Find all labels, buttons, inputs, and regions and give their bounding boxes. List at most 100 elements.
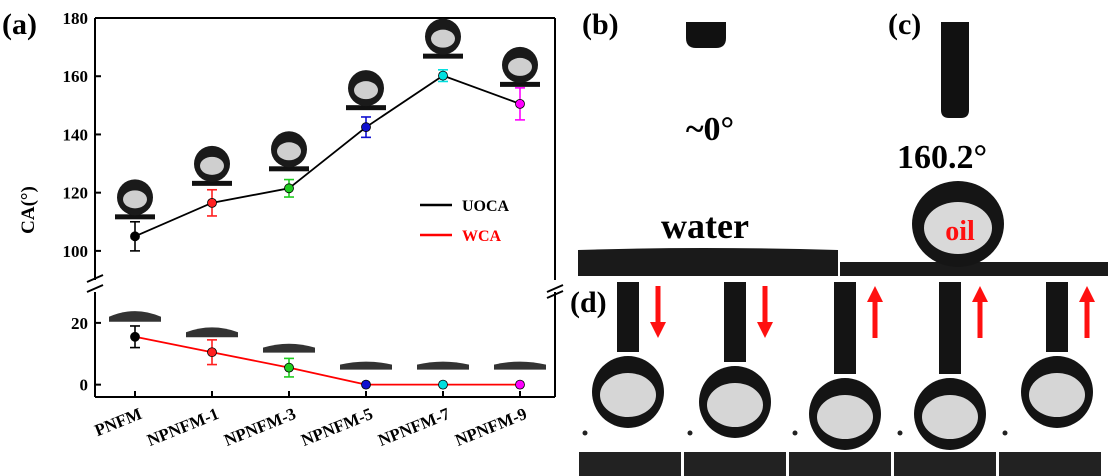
y-tick-label: 20	[71, 314, 88, 333]
needle-d	[1046, 282, 1068, 352]
needle-d	[617, 282, 639, 352]
arrow-up-head	[1079, 286, 1095, 302]
y-axis-title: CA(°)	[18, 186, 39, 234]
droplet-d-highlight	[600, 373, 656, 417]
data-point-wca	[130, 331, 140, 342]
data-point-uoca	[361, 122, 371, 133]
data-point-wca	[207, 347, 217, 358]
oil-droplet-inset-highlight	[123, 190, 147, 209]
dust-speck	[687, 430, 693, 436]
data-point-uoca	[130, 231, 140, 242]
water-droplet-inset	[109, 311, 161, 322]
y-ticks: 100 120 140 160 180 0 20	[63, 9, 101, 395]
droplet-insets	[109, 18, 546, 370]
oil-label: oil	[945, 216, 975, 247]
axis-break-left	[86, 274, 104, 293]
water-angle-label: ~0°	[686, 111, 734, 148]
photo-panel-b: ~0° water (b)	[578, 0, 838, 276]
needle-c	[941, 22, 969, 118]
arrow-up-head	[867, 286, 883, 302]
x-tick-label: NPNFM-9	[452, 404, 529, 450]
arrow-up-head	[972, 286, 988, 302]
data-point-wca	[438, 379, 448, 390]
oil-droplet-substrate	[269, 166, 309, 172]
panel-label-a: (a)	[2, 8, 37, 41]
photo-panel-c: 160.2° oil (c)	[840, 0, 1108, 276]
substrate-d	[579, 452, 681, 476]
oil-droplet-highlight	[924, 202, 992, 254]
photo-panel-d: (d)	[570, 280, 1108, 476]
substrate-d	[999, 452, 1101, 476]
oil-droplet-substrate	[192, 180, 232, 186]
oil-droplet-substrate	[500, 81, 540, 87]
y-tick-label: 140	[63, 125, 89, 144]
droplet-d-highlight	[1029, 373, 1085, 417]
data-point-uoca	[284, 183, 294, 194]
dust-speck	[582, 430, 588, 436]
water-droplet-inset	[494, 361, 546, 370]
data-point-wca	[361, 379, 371, 390]
adhesion-frames	[579, 282, 1101, 476]
y-tick-label: 160	[63, 67, 89, 86]
water-droplet-inset	[186, 327, 238, 338]
needle-d	[834, 282, 856, 374]
legend-label-uoca: UOCA	[462, 198, 510, 215]
water-label: water	[661, 206, 749, 246]
oil-angle-label: 160.2°	[897, 139, 987, 176]
data-point-wca	[515, 379, 525, 390]
dust-speck	[792, 430, 798, 436]
data-point-uoca	[515, 98, 525, 109]
y-tick-label: 120	[63, 184, 89, 203]
x-tick-label: PNFM	[92, 404, 145, 440]
legend-label-wca: WCA	[462, 228, 502, 245]
x-tick-label: NPNFM-1	[144, 404, 221, 450]
needle-d	[939, 282, 961, 374]
y-tick-label: 0	[80, 376, 89, 395]
axis-break-right	[546, 284, 564, 299]
x-tick-label: NPNFM-3	[221, 404, 298, 450]
oil-droplet-substrate	[115, 214, 155, 220]
x-tick-label: NPNFM-7	[375, 404, 453, 450]
needle-b	[686, 22, 726, 48]
water-droplet-inset	[340, 361, 392, 370]
droplet-d-highlight	[922, 395, 978, 439]
substrate-d	[894, 452, 996, 476]
y-tick-label: 100	[63, 242, 89, 261]
data-point-uoca	[207, 197, 217, 208]
droplet-d-highlight	[817, 395, 873, 439]
data-point-uoca	[438, 70, 448, 81]
panel-label-c: (c)	[888, 8, 921, 41]
water-film	[578, 248, 838, 276]
droplet-d-highlight	[707, 383, 763, 427]
oil-droplet-inset-highlight	[200, 156, 224, 175]
water-droplet-inset	[417, 361, 469, 370]
series-line-uoca	[134, 74, 521, 238]
data-points	[130, 69, 525, 390]
x-tick-label: NPNFM-5	[298, 404, 375, 450]
dust-speck	[1002, 430, 1008, 436]
substrate-d	[789, 452, 891, 476]
series-lines	[134, 74, 521, 386]
oil-droplet-inset-highlight	[431, 29, 455, 48]
substrate-c	[840, 262, 1108, 276]
arrow-down-head	[650, 322, 666, 338]
oil-droplet-substrate	[423, 53, 463, 59]
water-droplet-inset	[263, 343, 315, 353]
arrow-down-head	[757, 322, 773, 338]
y-tick-label: 180	[63, 9, 89, 28]
oil-droplet-inset-highlight	[277, 142, 301, 161]
needle-d	[724, 282, 746, 362]
data-point-wca	[284, 362, 294, 373]
oil-droplet-substrate	[346, 105, 386, 111]
panel-label-b: (b)	[582, 8, 619, 41]
series-line-wca	[134, 335, 520, 386]
oil-droplet-inset-highlight	[354, 81, 378, 100]
panel-label-d: (d)	[570, 286, 607, 319]
dust-speck	[897, 430, 903, 436]
oil-droplet-inset-highlight	[508, 57, 532, 76]
legend: UOCA WCA	[420, 198, 510, 245]
substrate-d	[684, 452, 786, 476]
